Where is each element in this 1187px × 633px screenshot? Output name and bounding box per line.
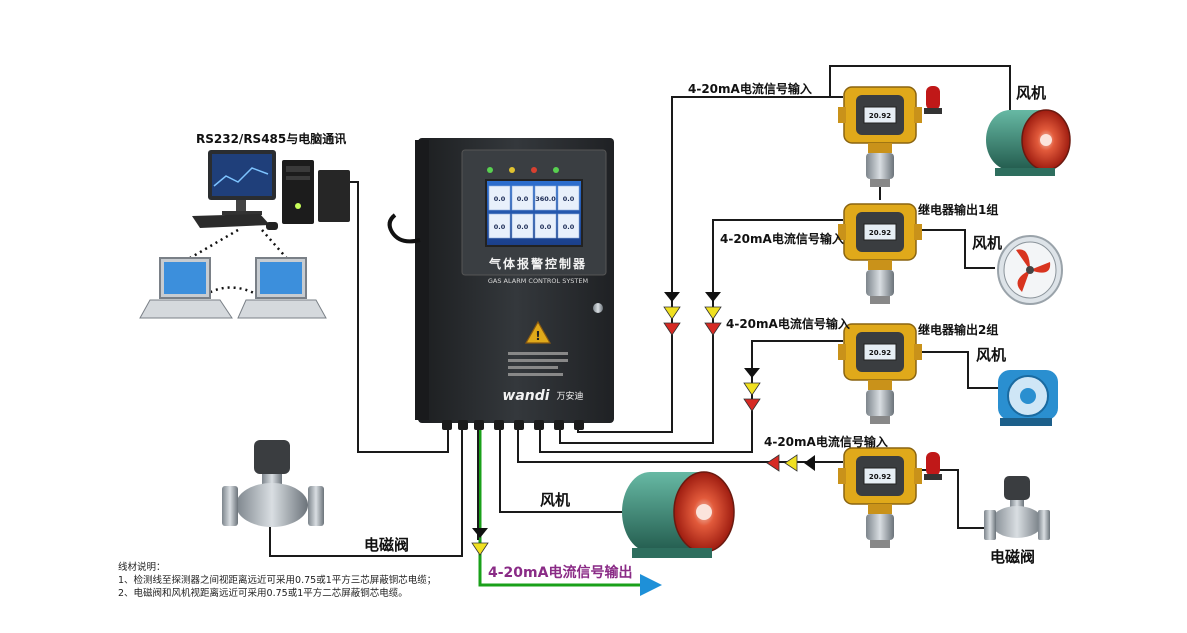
detector-display: 20.92	[869, 112, 891, 120]
computer-network	[139, 150, 350, 319]
screen-value: 0.0	[563, 195, 575, 203]
detector-display: 20.92	[869, 229, 891, 237]
label-fan-2: 风机	[972, 234, 1002, 252]
label-current-in-3: 4-20mA电流信号输入	[726, 316, 850, 331]
wire-valve-left	[269, 420, 463, 557]
controller-title-en: GAS ALARM CONTROL SYSTEM	[488, 277, 588, 285]
brand-cn: 万安迪	[556, 390, 583, 402]
notes-line-1: 1、检测线至探测器之间视距离远近可采用0.75或1平方三芯屏蔽铜芯电缆；	[118, 575, 437, 586]
output-arrow-icon	[640, 574, 662, 596]
wire-detector-3	[539, 340, 843, 453]
wire-current-output	[478, 420, 640, 587]
alarm-beacons	[924, 86, 942, 480]
wire-detector-2	[559, 219, 843, 444]
label-current-in-1: 4-20mA电流信号输入	[688, 81, 812, 96]
alarm-beacon-icon	[924, 452, 942, 480]
gas-alarm-controller: 0.0 0.0 360.0 0.0 0.0 0.0 0.0 0.0 气体报警控制器 GAS A…	[387, 138, 614, 430]
brand-logo: wandi	[502, 388, 549, 404]
gas-detectors: 20.92 20.92 20.92 20.92	[838, 86, 922, 548]
svg-text:!: !	[535, 329, 540, 343]
gas-detector-icon: 20.92	[838, 203, 922, 304]
wires	[269, 65, 1011, 596]
laptop-left-icon	[139, 257, 233, 319]
screen-value: 0.0	[517, 195, 529, 203]
alarm-beacon-icon	[924, 86, 942, 114]
fan-axial-grey-icon	[997, 235, 1063, 305]
screen-value: 0.0	[563, 223, 575, 231]
signal-arrow-down-2	[704, 292, 722, 336]
cable-glands	[442, 420, 584, 430]
label-rs-comm: RS232/RS485与电脑通讯	[196, 131, 346, 146]
signal-arrow-output	[471, 528, 489, 556]
wire-rs485	[337, 181, 449, 453]
labels: RS232/RS485与电脑通讯 4-20mA电流信号输入 4-20mA电流信号…	[196, 81, 1046, 581]
label-relay-out-1: 继电器输出1组	[918, 202, 998, 217]
screen-value: 0.0	[494, 223, 506, 231]
wiring-notes: 线材说明： 1、检测线至探测器之间视距离远近可采用0.75或1平方三芯屏蔽铜芯电…	[118, 561, 436, 600]
label-current-in-2: 4-20mA电流信号输入	[720, 231, 844, 246]
screen-value: 0.0	[540, 223, 552, 231]
wire-detector-1	[577, 96, 843, 433]
wire-relay-2	[915, 351, 1000, 389]
screen-value: 0.0	[494, 195, 506, 203]
label-relay-out-2: 继电器输出2组	[918, 322, 998, 337]
gas-detector-icon: 20.92	[838, 323, 922, 424]
label-current-output: 4-20mA电流信号输出	[488, 564, 632, 581]
label-current-in-4: 4-20mA电流信号输入	[764, 434, 888, 449]
detector-display: 20.92	[869, 473, 891, 481]
fan-bottom-icon	[622, 471, 735, 558]
signal-arrow-left-4	[766, 454, 815, 472]
label-fan-bottom: 风机	[540, 491, 570, 509]
label-fan-3: 风机	[976, 346, 1006, 364]
solenoid-valve-right-icon	[984, 476, 1050, 540]
desktop-computer-icon	[192, 150, 350, 230]
screen-value: 360.0	[535, 195, 556, 203]
wire-fan-top	[829, 65, 1011, 110]
signal-arrows	[471, 292, 815, 556]
fan-centrifugal-blue-icon	[998, 370, 1058, 426]
label-fan-1: 风机	[1016, 84, 1046, 102]
key-lock-icon	[593, 303, 603, 313]
notes-title: 线材说明：	[118, 562, 166, 573]
label-valve-right: 电磁阀	[990, 548, 1035, 566]
laptop-right-icon	[237, 257, 327, 319]
warning-triangle-icon	[524, 320, 552, 344]
notes-line-2: 2、电磁阀和风机视距离远近可采用0.75或1平方二芯屏蔽铜芯电缆。	[118, 588, 408, 599]
wire-fan-bottom	[499, 420, 648, 513]
screen-value: 0.0	[517, 223, 529, 231]
wire-relay-1	[915, 229, 995, 269]
signal-arrow-down-1	[663, 292, 681, 336]
wire-detector-4	[517, 420, 843, 463]
gas-detector-icon: 20.92	[838, 86, 922, 187]
fan-top-icon	[986, 109, 1071, 176]
detector-display: 20.92	[869, 349, 891, 357]
controller-title-cn: 气体报警控制器	[488, 256, 587, 271]
screen-cells: 0.0 0.0 360.0 0.0 0.0 0.0 0.0 0.0	[488, 185, 580, 239]
gas-detector-icon: 20.92	[838, 447, 922, 548]
solenoid-valve-left-icon	[222, 440, 324, 527]
label-valve-left: 电磁阀	[364, 536, 409, 554]
signal-arrow-down-3	[743, 368, 761, 412]
